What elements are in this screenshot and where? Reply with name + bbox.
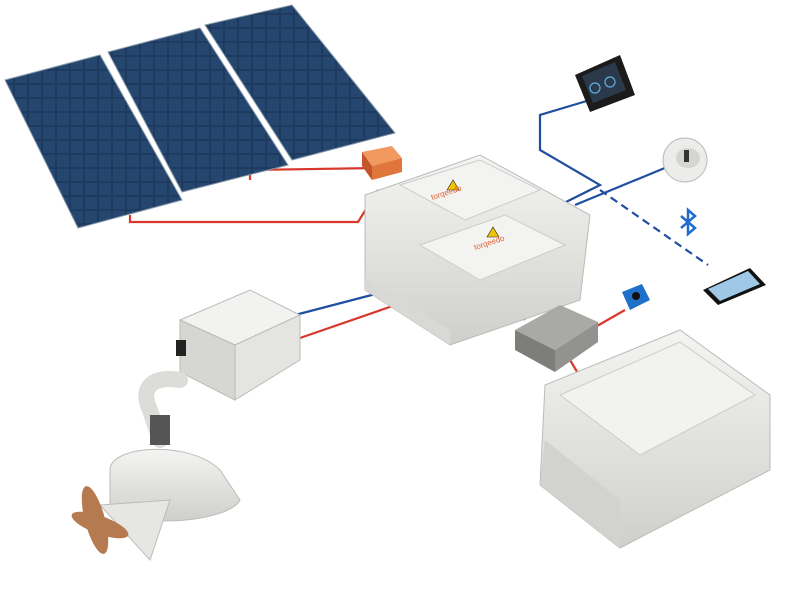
solar-panel-2: [107, 27, 289, 193]
motor-controller: [176, 289, 302, 401]
display-data-wire: [538, 98, 603, 206]
antenna-data-wire: [574, 163, 673, 207]
bluetooth-icon: [680, 207, 697, 237]
battery-bank: torqeedo torqeedo: [364, 154, 591, 346]
generator: [539, 329, 771, 549]
bluetooth-link: [599, 189, 709, 266]
pod-motor: [71, 371, 241, 561]
warning-icon: [446, 179, 460, 191]
solar-panel-1: [4, 54, 183, 229]
solar-panel-3: [204, 4, 396, 161]
propeller: [71, 486, 129, 554]
warning-icon: [486, 226, 500, 238]
dc-converter: [515, 305, 598, 372]
connector: [622, 284, 650, 310]
gps-antenna: [662, 137, 708, 183]
display-unit: [575, 55, 635, 112]
charge-controller: [362, 146, 402, 180]
solar-panels: [4, 4, 396, 229]
smartphone: [703, 268, 766, 305]
